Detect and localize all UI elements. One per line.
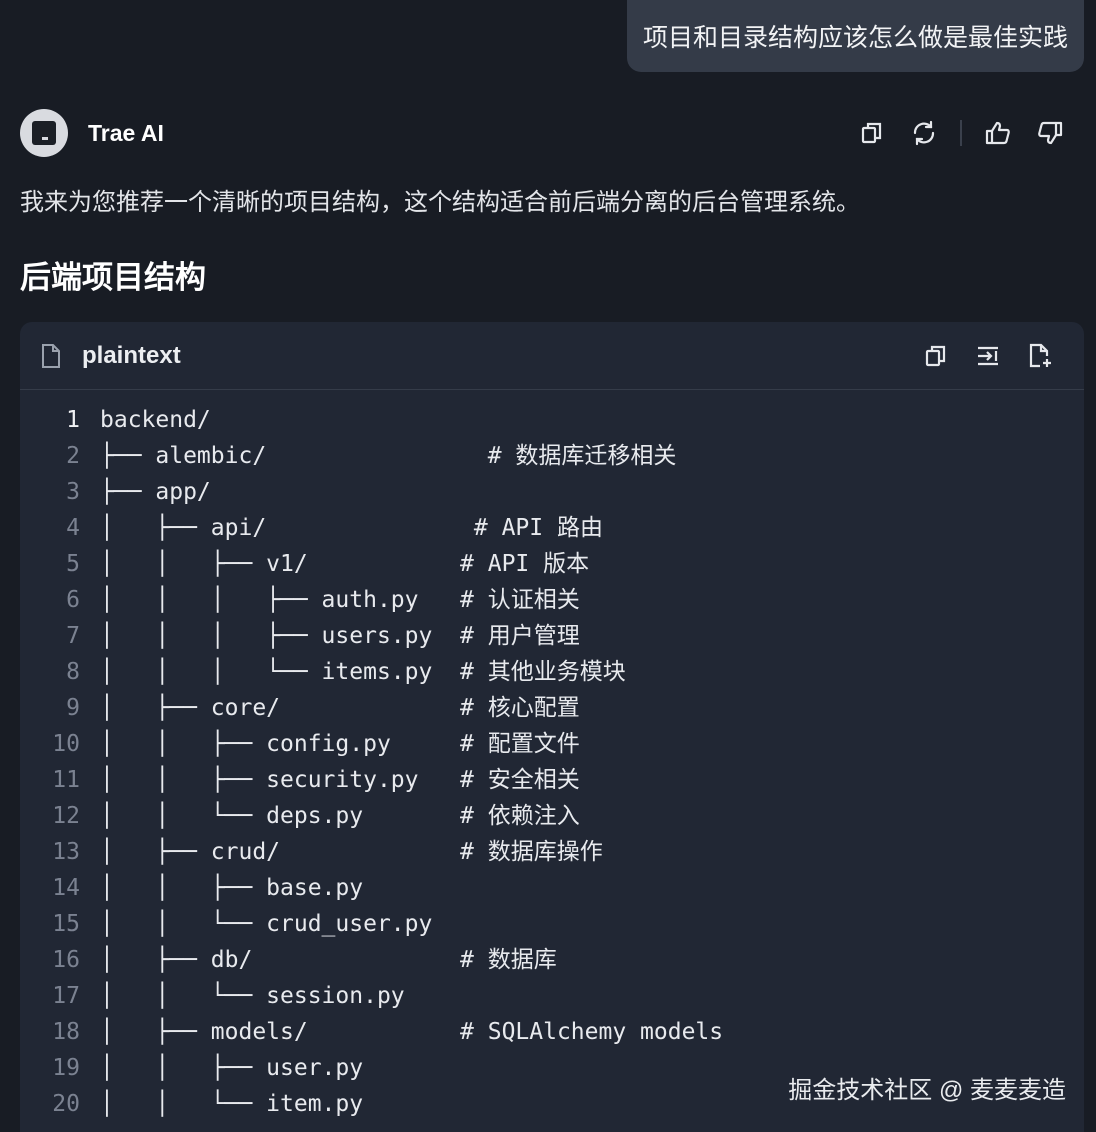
section-heading: 后端项目结构	[20, 260, 206, 295]
code-text: │ │ │ └── items.py # 其他业务模块	[100, 659, 626, 685]
watermark: 掘金技术社区 @ 麦麦麦造	[788, 1077, 1066, 1104]
copy-icon	[861, 122, 882, 144]
code-line: 15 │ │ └── crud_user.py	[20, 906, 1020, 942]
user-message-bubble: 项目和目录结构应该怎么做是最佳实践	[626, 0, 1084, 72]
assistant-avatar	[20, 109, 68, 157]
code-text: │ ├── api/ # API 路由	[100, 515, 603, 541]
code-tools	[910, 336, 1066, 376]
code-text: │ │ ├── base.py	[100, 875, 364, 901]
code-text: │ │ └── deps.py # 依赖注入	[100, 803, 580, 829]
line-number: 2	[66, 443, 80, 469]
line-number: 10	[52, 731, 80, 757]
code-line: 16 │ ├── db/ # 数据库	[20, 942, 1020, 978]
code-text: │ │ └── item.py	[100, 1091, 364, 1117]
code-line: 11 │ │ ├── security.py # 安全相关	[20, 762, 1020, 798]
line-number: 8	[66, 659, 80, 685]
code-line: 5 │ │ ├── v1/ # API 版本	[20, 546, 1020, 582]
code-block: plaintext	[20, 322, 1084, 1132]
code-text: │ │ │ ├── auth.py # 认证相关	[100, 587, 580, 613]
code-line: 20 │ │ └── item.py	[20, 1086, 1020, 1122]
code-text: │ │ │ ├── users.py # 用户管理	[100, 623, 580, 649]
code-text: │ │ ├── security.py # 安全相关	[100, 767, 580, 793]
code-line: 2 ├── alembic/ # 数据库迁移相关	[20, 438, 1020, 474]
code-text: │ ├── models/ # SQLAlchemy models	[100, 1019, 724, 1045]
line-number: 13	[52, 839, 80, 865]
code-language-label: plaintext	[82, 341, 181, 369]
line-number: 5	[66, 551, 80, 577]
thumbs-down-icon	[1038, 121, 1063, 145]
line-number: 15	[52, 911, 80, 937]
insert-icon	[978, 346, 998, 365]
assistant-name: Trae AI	[88, 119, 164, 146]
code-text: ├── alembic/ # 数据库迁移相关	[100, 443, 677, 469]
code-line: 9 │ ├── core/ # 核心配置	[20, 690, 1020, 726]
code-text: │ │ └── crud_user.py	[100, 911, 433, 937]
code-line: 10 │ │ ├── config.py # 配置文件	[20, 726, 1020, 762]
code-text: │ │ ├── user.py	[100, 1055, 364, 1081]
line-number: 7	[66, 623, 80, 649]
code-line: 1 backend/	[20, 402, 1020, 438]
code-text: │ ├── crud/ # 数据库操作	[100, 839, 603, 865]
message-actions	[846, 113, 1076, 153]
refresh-icon	[913, 120, 935, 146]
line-number: 1	[66, 407, 80, 433]
code-line: 19 │ │ ├── user.py	[20, 1050, 1020, 1086]
insert-code-button[interactable]	[962, 336, 1014, 376]
code-text: backend/	[100, 407, 211, 433]
line-number: 12	[52, 803, 80, 829]
line-number: 4	[66, 515, 80, 541]
line-number: 16	[52, 947, 80, 973]
line-number: 17	[52, 983, 80, 1009]
copy-icon	[925, 345, 946, 366]
line-number: 14	[52, 875, 80, 901]
line-number: 11	[52, 767, 80, 793]
assistant-header: Trae AI	[20, 108, 1076, 158]
line-number: 19	[52, 1055, 80, 1081]
copy-message-button[interactable]	[846, 113, 898, 153]
new-file-icon	[1029, 343, 1051, 367]
line-number: 6	[66, 587, 80, 613]
code-line: 18 │ ├── models/ # SQLAlchemy models	[20, 1014, 1020, 1050]
line-number: 3	[66, 479, 80, 505]
code-line: 14 │ │ ├── base.py	[20, 870, 1020, 906]
line-number: 9	[66, 695, 80, 721]
new-file-button[interactable]	[1014, 336, 1066, 376]
code-line: 6 │ │ │ ├── auth.py # 认证相关	[20, 582, 1020, 618]
assistant-intro-text: 我来为您推荐一个清晰的项目结构，这个结构适合前后端分离的后台管理系统。	[20, 189, 860, 216]
copy-code-button[interactable]	[910, 336, 962, 376]
code-line: 17 │ │ └── session.py	[20, 978, 1020, 1014]
line-number: 20	[52, 1091, 80, 1117]
code-line: 7 │ │ │ ├── users.py # 用户管理	[20, 618, 1020, 654]
code-line: 13 │ ├── crud/ # 数据库操作	[20, 834, 1020, 870]
dislike-button[interactable]	[1024, 113, 1076, 153]
code-text: │ ├── core/ # 核心配置	[100, 695, 580, 721]
file-icon	[42, 343, 60, 368]
code-line: 4 │ ├── api/ # API 路由	[20, 510, 1020, 546]
line-number: 18	[52, 1019, 80, 1045]
code-text: │ ├── db/ # 数据库	[100, 947, 557, 973]
trae-logo-icon	[32, 121, 56, 145]
code-line: 12 │ │ └── deps.py # 依赖注入	[20, 798, 1020, 834]
code-text: │ │ └── session.py	[100, 983, 405, 1009]
thumbs-up-icon	[985, 121, 1010, 145]
code-text: │ │ ├── v1/ # API 版本	[100, 551, 590, 577]
like-button[interactable]	[972, 113, 1024, 153]
code-text: ├── app/	[100, 479, 211, 505]
actions-divider	[960, 120, 962, 146]
code-text: │ │ ├── config.py # 配置文件	[100, 731, 580, 757]
code-block-header: plaintext	[20, 322, 1084, 390]
code-line: 3 ├── app/	[20, 474, 1020, 510]
regenerate-button[interactable]	[898, 113, 950, 153]
code-line: 8 │ │ │ └── items.py # 其他业务模块	[20, 654, 1020, 690]
